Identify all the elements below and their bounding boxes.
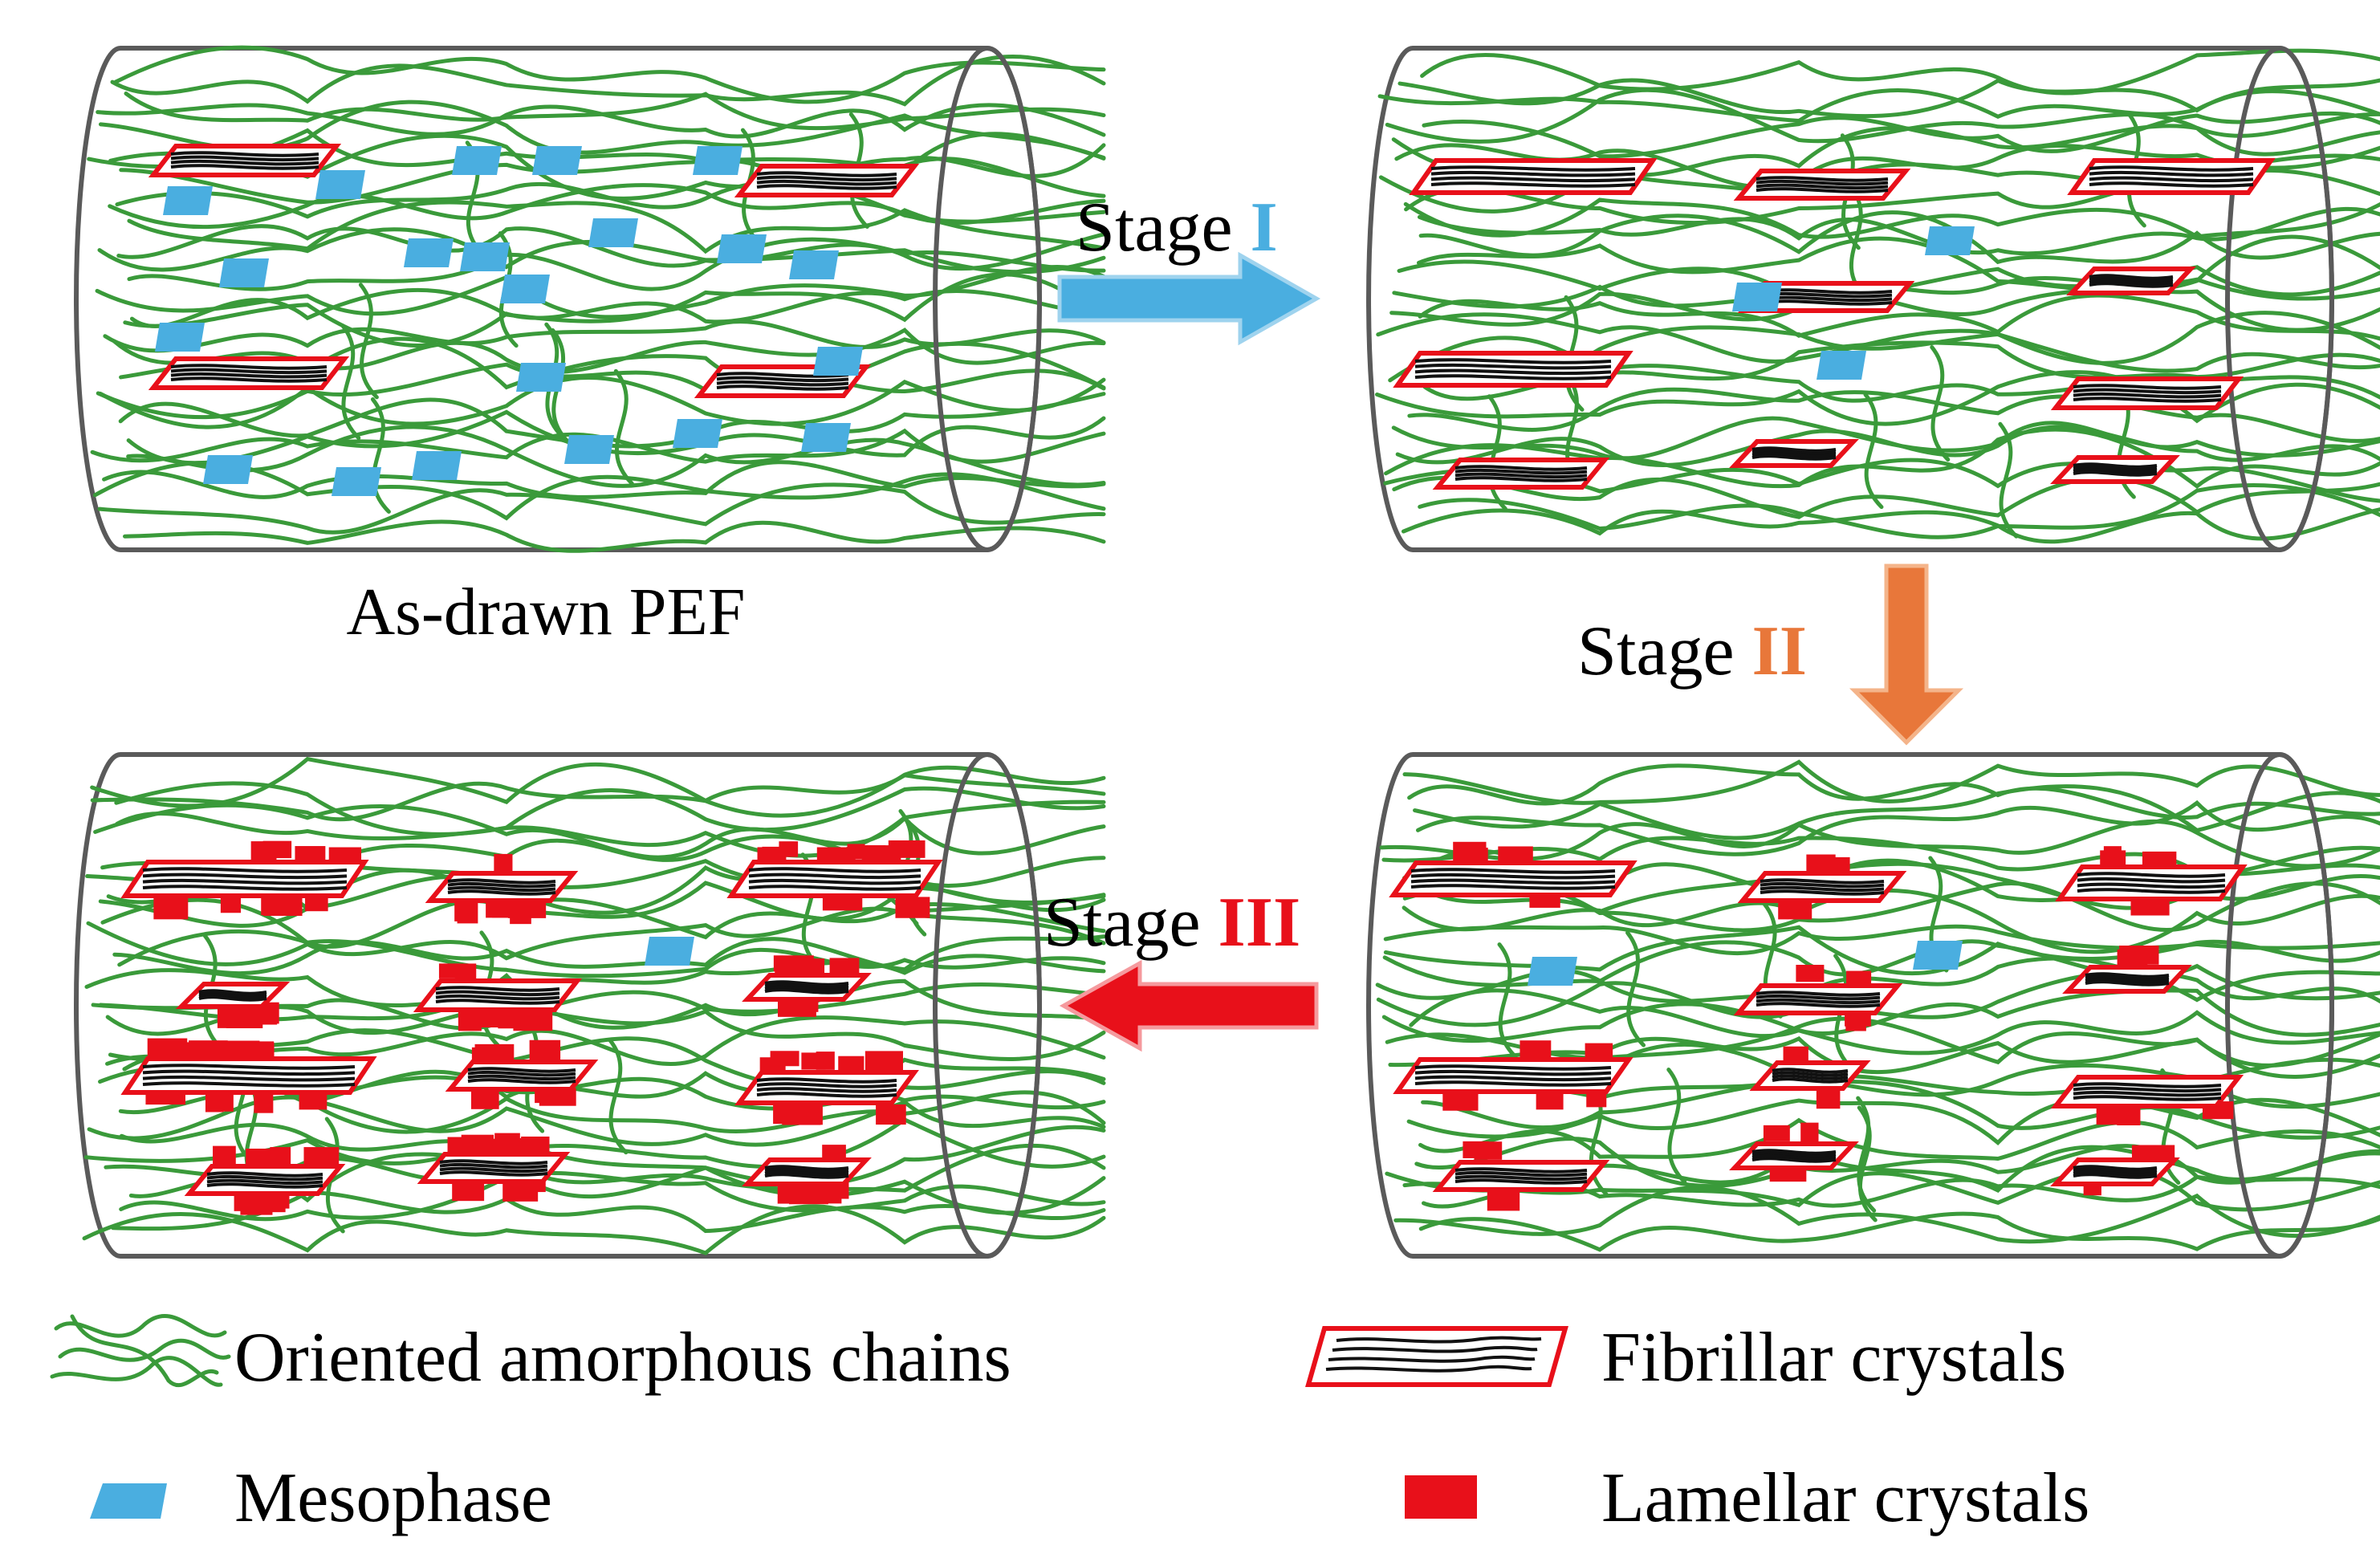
mesophase-domain [717, 234, 767, 263]
stage-2-label: Stage II [1577, 612, 1807, 690]
fibrillar-crystal [2066, 266, 2196, 295]
mesophase-domain [452, 146, 502, 175]
mesophase-domain [673, 419, 722, 448]
legend: Oriented amorphous chains Mesophase Fibr… [50, 1313, 2089, 1537]
fibrillar-crystal [425, 853, 579, 925]
mesophase-domain [163, 186, 213, 215]
fibrillar-crystal [2050, 376, 2244, 410]
mesophase-domain [588, 218, 638, 247]
chains-legend-icon [50, 1313, 231, 1388]
fibrillar-legend-icon [1305, 1326, 1568, 1387]
lamellar-crystals [1453, 841, 1560, 908]
mesophase-domain [332, 467, 381, 496]
lamellar-legend-label: Lamellar crystals [1601, 1459, 2089, 1537]
lamellar-crystals [759, 1051, 906, 1125]
fibrillar-crystal [1393, 1040, 1633, 1111]
fibrillar-crystal [1393, 351, 1633, 388]
mesophase-domain [1817, 351, 1866, 380]
lamellar-crystals [2117, 946, 2159, 966]
stage-2-cylinder [1366, 752, 2380, 1259]
fibrillar-crystal [1729, 1122, 1859, 1182]
fibrillar-crystal [726, 840, 943, 918]
stage-1-label: Stage I [1076, 189, 1278, 266]
mesophase-domain [564, 435, 614, 464]
mesophase-domain [219, 258, 269, 287]
mesophase-legend-label: Mesophase [234, 1459, 552, 1537]
fibrillar-crystal [184, 1145, 346, 1215]
lamellar-crystals [145, 1038, 328, 1113]
fibrillar-legend-label: Fibrillar crystals [1601, 1319, 2066, 1397]
fibrillar-crystal [1733, 964, 1903, 1031]
fibrillar-crystal [2067, 158, 2276, 195]
fibrillar-crystal [734, 1051, 919, 1125]
as-drawn-pef-caption: As-drawn PEF [347, 575, 746, 649]
mesophase-domain [155, 323, 205, 352]
fibrillar-crystal [148, 356, 350, 390]
amorphous-chains [1375, 759, 2380, 1252]
mesophase-domain [1925, 226, 1975, 255]
mesophase-domain [1528, 957, 1577, 986]
fibrillar-crystal [417, 1133, 571, 1202]
lamellar-crystals [1763, 1122, 1819, 1182]
stage-2-arrow [1849, 563, 1964, 746]
fibrillar-crystal [2055, 846, 2248, 916]
mesophase-domain [1913, 941, 1963, 970]
mesophase-domain [789, 250, 839, 279]
fibrillar-crystal [175, 982, 291, 1029]
mesophase-domain [460, 242, 510, 271]
stage-1-arrow [1057, 251, 1321, 346]
fibrillar-crystal [1737, 854, 1907, 920]
fibrillar-crystal [1389, 841, 1638, 908]
mesophase-domain [203, 455, 253, 484]
lamellar-crystals [1463, 1141, 1520, 1211]
fibrillar-crystal [413, 963, 583, 1031]
fibrillar-crystal [445, 1039, 599, 1109]
fibrillar-crystal [120, 1038, 377, 1113]
fibrillar-crystal [2050, 1075, 2244, 1126]
mesophase-domain [315, 170, 365, 199]
fibrillar-crystal [1729, 439, 1859, 468]
stage-3-label: Stage III [1044, 884, 1300, 962]
mesophase-domain [645, 937, 694, 966]
lamellar-crystals [757, 840, 930, 918]
mesophase-domain [1732, 283, 1782, 311]
mesophase-domain [532, 146, 582, 175]
fibrillar-crystal [2062, 946, 2192, 994]
mesophase-legend-icon [90, 1483, 167, 1519]
mesophase-domain [404, 238, 454, 267]
mesophase-domain [813, 347, 863, 376]
as-drawn-pef-cylinder [74, 45, 1106, 553]
stage-3-cylinder [74, 752, 1106, 1259]
fibrillar-crystal [1432, 458, 1610, 490]
fibrillar-crystal [1409, 158, 1658, 195]
chains-legend-label: Oriented amorphous chains [234, 1319, 1011, 1397]
fibrillar-crystal [1749, 1046, 1871, 1109]
mesophase-domain [412, 451, 462, 480]
fibrillar-crystal [1733, 169, 1911, 201]
fibrillar-crystal [2050, 455, 2180, 484]
fibrillar-crystal [742, 1145, 872, 1205]
lamellar-legend-icon [1405, 1475, 1477, 1519]
mesophase-domain [516, 363, 566, 392]
lamellar-crystals [447, 1133, 550, 1202]
mesophase-domain [500, 275, 550, 303]
stage-1-cylinder [1366, 46, 2380, 552]
fibrillar-crystal [742, 955, 872, 1017]
fibrillar-crystal [2050, 1145, 2180, 1196]
mesophase-domain [693, 146, 742, 175]
mesophase-domain [801, 423, 851, 452]
stage-3-arrow [1059, 959, 1319, 1052]
fibrillar-crystal [734, 164, 920, 197]
fibrillar-crystal [1432, 1141, 1610, 1211]
fibrillar-crystal [148, 144, 342, 177]
fibrillar-crystal [120, 840, 369, 920]
